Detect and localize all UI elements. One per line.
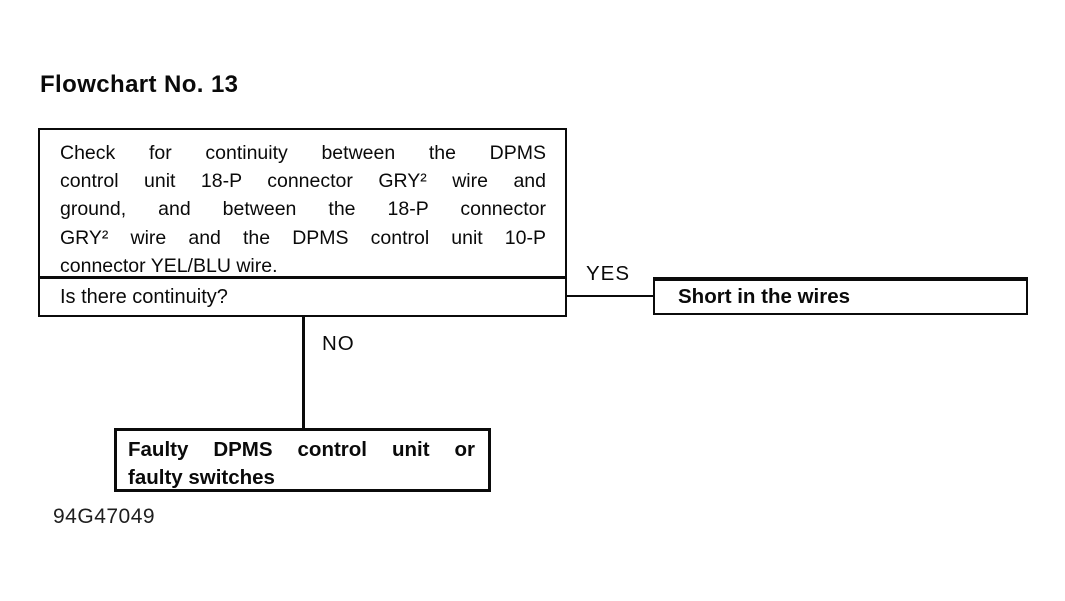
yes-branch-connector-line <box>566 295 654 297</box>
figure-code: 94G47049 <box>53 505 156 528</box>
result-box-faulty-unit: Faulty DPMS control unit or faulty switc… <box>114 428 491 492</box>
step-box-text-line: control unit 18-P connector GRY² wire an… <box>60 170 546 193</box>
step-box-text-line: connector YEL/BLU wire. <box>60 254 278 277</box>
no-branch-connector-line <box>302 317 305 428</box>
question-box-text: Is there continuity? <box>60 285 228 308</box>
step-box-text-line: Check for continuity between the DPMS <box>60 142 546 164</box>
step-box-text-line: GRY² wire and the DPMS control unit 10-P <box>60 226 546 249</box>
step-box-text-line: ground, and between the 18-P connector <box>60 198 546 221</box>
result-box-short-text: Short in the wires <box>678 285 850 308</box>
yes-branch-label: YES <box>586 262 631 285</box>
result-box-short-in-wires: Short in the wires <box>653 277 1028 315</box>
result-box-faulty-text-line: Faulty DPMS control unit or <box>128 438 475 461</box>
question-box-is-there-continuity: Is there continuity? <box>38 277 567 317</box>
page-title: Flowchart No. 13 <box>40 71 239 98</box>
result-box-faulty-text-line: faulty switches <box>128 465 275 489</box>
no-branch-label: NO <box>322 332 355 355</box>
step-box-check-continuity: Check for continuity between the DPMS co… <box>38 128 567 278</box>
